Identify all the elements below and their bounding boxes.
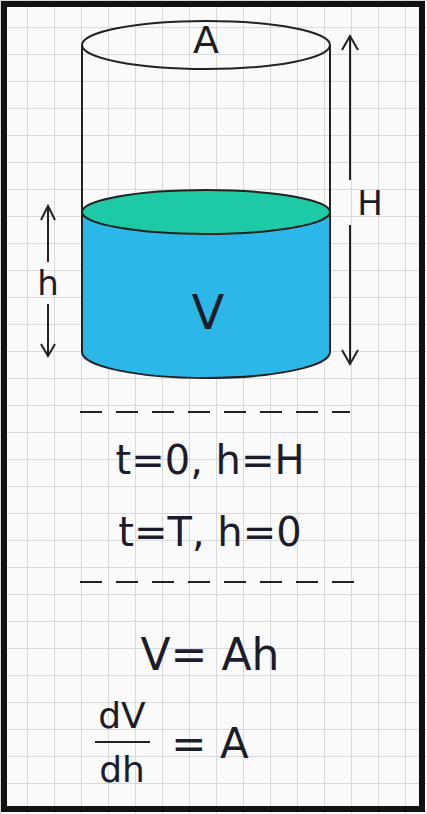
level-label: h	[37, 266, 59, 300]
fraction-bar	[95, 741, 150, 743]
dimension-line	[47, 208, 49, 262]
condition-text: t=T, h=0	[118, 512, 301, 552]
dimension-line	[349, 38, 351, 180]
arrow-head	[342, 36, 358, 50]
water-surface	[82, 190, 330, 234]
equation-text: = A	[171, 723, 248, 765]
fraction-denominator: dh	[99, 752, 145, 788]
separator	[80, 581, 360, 583]
equation-text: V= Ah	[141, 633, 280, 677]
arrow-head	[41, 344, 55, 356]
separator	[80, 411, 350, 413]
water-body	[82, 212, 330, 378]
arrow-head	[41, 206, 55, 220]
condition-text: t=0, h=H	[115, 440, 304, 480]
cylinder-side	[329, 45, 331, 352]
area-label: A	[193, 21, 219, 59]
page-border	[4, 4, 422, 809]
cylinder-bottom	[82, 352, 330, 378]
dimension-line	[349, 225, 351, 362]
fraction-numerator: dV	[98, 698, 145, 734]
cylinder-top	[82, 21, 330, 69]
cylinder-side	[81, 45, 83, 352]
volume-label: V	[192, 288, 225, 336]
height-label: H	[357, 186, 383, 220]
arrow-head	[342, 350, 358, 364]
dimension-line	[47, 304, 49, 354]
